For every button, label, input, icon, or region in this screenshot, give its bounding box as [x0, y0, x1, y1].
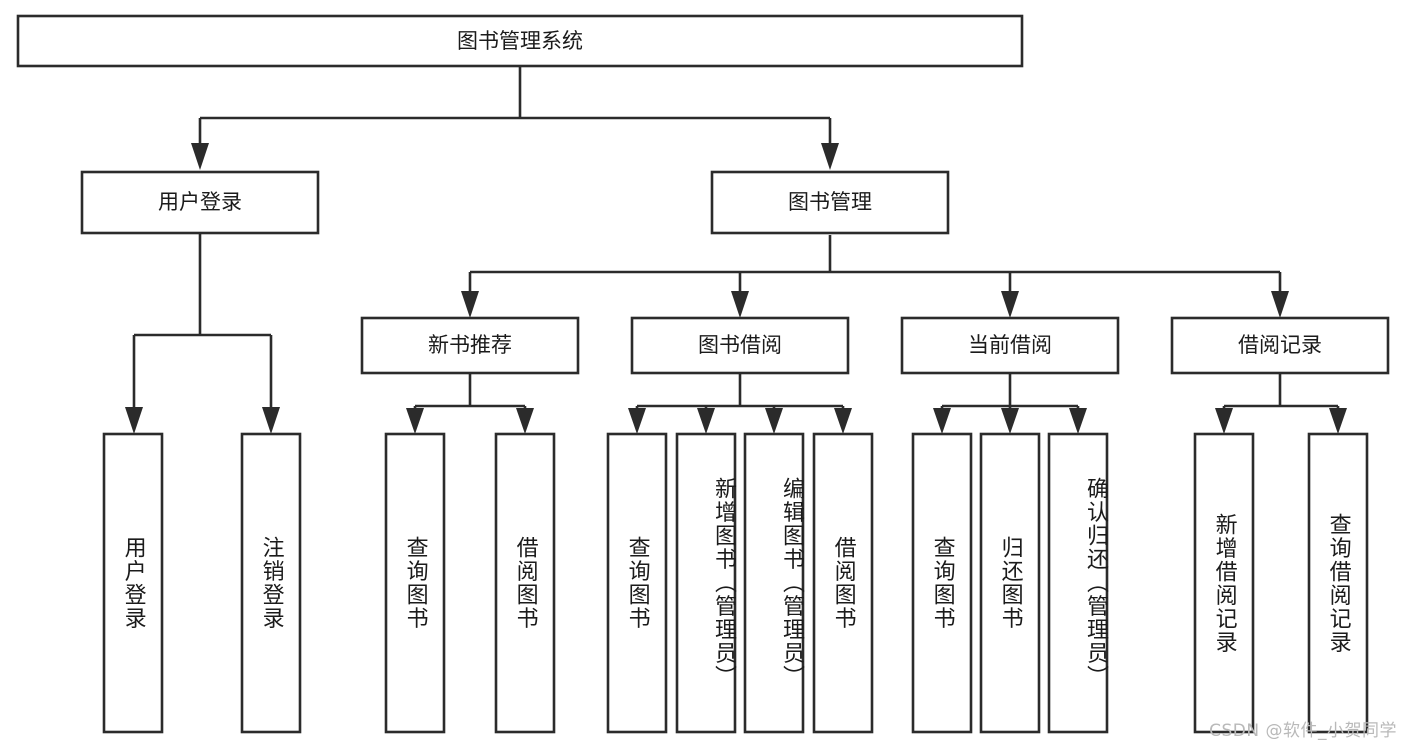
connector-book-manage-to-level3: [461, 235, 1289, 318]
arrow-head-icon: [461, 291, 479, 318]
arrow-head-icon: [1001, 408, 1019, 434]
arrow-head-icon: [697, 408, 715, 434]
leaf-boxes: [102, 432, 1369, 734]
arrow-head-icon: [731, 291, 749, 318]
arrow-head-icon: [262, 407, 280, 434]
connector-current-borrow-to-leaves: [933, 373, 1087, 434]
connector-root-to-level2: [191, 66, 839, 170]
node-leaf-query-record-box[interactable]: [1307, 432, 1369, 734]
node-leaf-return-book-box[interactable]: [979, 432, 1041, 734]
node-leaf-confirm-return-box[interactable]: [1047, 432, 1109, 734]
arrow-head-icon: [1329, 408, 1347, 434]
node-new-book-recommend[interactable]: 新书推荐: [360, 316, 580, 375]
node-book-borrow-box[interactable]: [630, 316, 850, 375]
node-leaf-query-book-2-box[interactable]: [606, 432, 668, 734]
node-book-manage[interactable]: 图书管理: [710, 170, 950, 235]
connector-borrow-record-to-leaves: [1215, 373, 1347, 434]
arrow-head-icon: [821, 143, 839, 170]
node-leaf-add-book-box[interactable]: [675, 432, 737, 734]
arrow-head-icon: [834, 408, 852, 434]
node-book-borrow[interactable]: 图书借阅: [630, 316, 850, 375]
node-leaf-user-login-box[interactable]: [102, 432, 164, 734]
node-leaf-logout-login-box[interactable]: [240, 432, 302, 734]
node-user-login-box[interactable]: [80, 170, 320, 235]
node-book-borrow-label: 图书借阅: [698, 333, 782, 357]
node-new-book-recommend-box[interactable]: [360, 316, 580, 375]
node-leaf-query-book-3-box[interactable]: [911, 432, 973, 734]
arrow-head-icon: [765, 408, 783, 434]
arrow-head-icon: [125, 407, 143, 434]
csdn-watermark: CSDN @软件_小贺同学: [1209, 721, 1397, 741]
arrow-head-icon: [191, 143, 209, 170]
node-leaf-borrow-book-2-box[interactable]: [812, 432, 874, 734]
node-current-borrow[interactable]: 当前借阅: [900, 316, 1120, 375]
arrow-head-icon: [1215, 408, 1233, 434]
arrow-head-icon: [1001, 291, 1019, 318]
node-root-label: 图书管理系统: [457, 29, 583, 53]
arrow-head-icon: [628, 408, 646, 434]
arrow-head-icon: [516, 408, 534, 434]
connector-user-login-to-leaves: [125, 233, 280, 434]
node-borrow-record[interactable]: 借阅记录: [1170, 316, 1390, 375]
node-new-book-recommend-label: 新书推荐: [428, 333, 512, 357]
node-current-borrow-box[interactable]: [900, 316, 1120, 375]
arrow-head-icon: [1069, 408, 1087, 434]
node-borrow-record-box[interactable]: [1170, 316, 1390, 375]
arrow-head-icon: [406, 408, 424, 434]
node-book-manage-box[interactable]: [710, 170, 950, 235]
node-leaf-query-book-1-box[interactable]: [384, 432, 446, 734]
node-current-borrow-label: 当前借阅: [968, 333, 1052, 357]
arrow-head-icon: [1271, 291, 1289, 318]
node-leaf-add-record-box[interactable]: [1193, 432, 1255, 734]
arrow-head-icon: [933, 408, 951, 434]
node-root-box[interactable]: [16, 14, 1024, 68]
connector-new-book-to-leaves: [406, 373, 534, 434]
node-leaf-edit-book-box[interactable]: [743, 432, 805, 734]
node-book-manage-label: 图书管理: [788, 190, 872, 214]
node-user-login-label: 用户登录: [158, 190, 242, 214]
node-user-login[interactable]: 用户登录: [80, 170, 320, 235]
node-root[interactable]: 图书管理系统: [16, 14, 1024, 68]
node-leaf-borrow-book-1-box[interactable]: [494, 432, 556, 734]
node-borrow-record-label: 借阅记录: [1238, 333, 1322, 357]
connector-book-borrow-to-leaves: [628, 373, 852, 434]
